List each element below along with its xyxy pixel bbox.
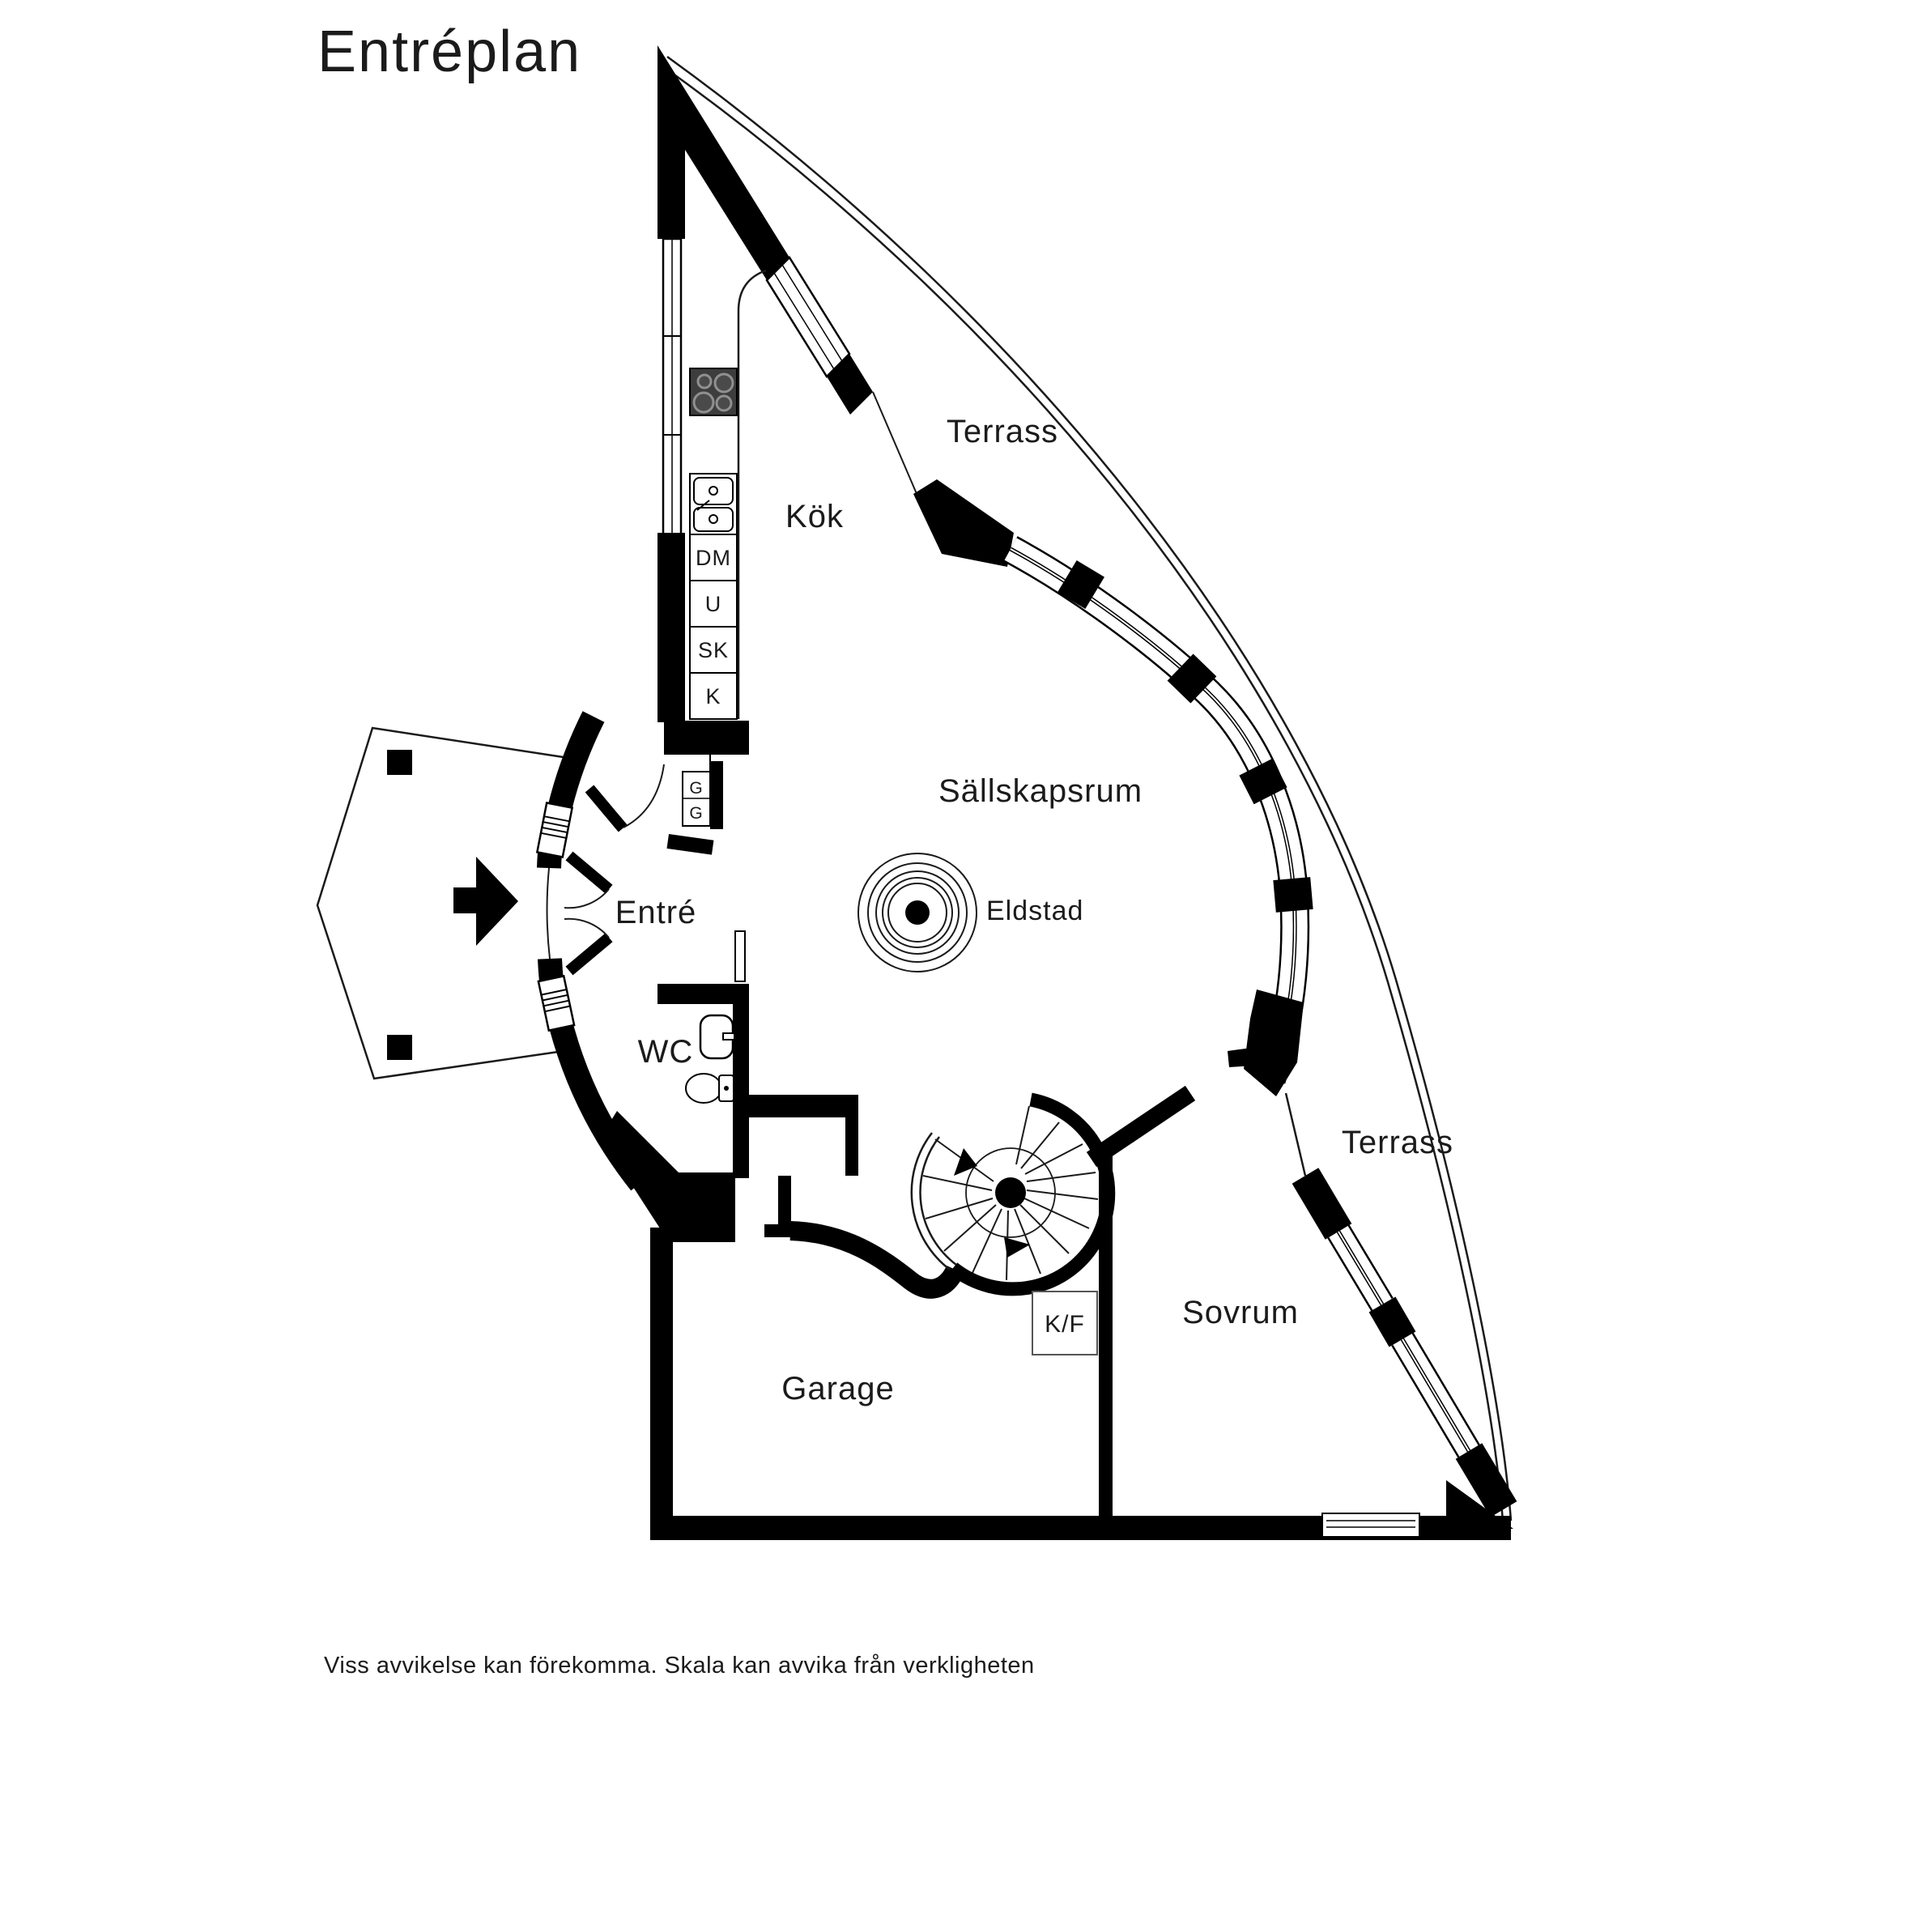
wardrobe-unit: G G <box>666 755 723 855</box>
glass-wall-south-block <box>1244 989 1304 1096</box>
sovrum-window-wall <box>1292 1168 1517 1517</box>
room-label-sallskapsrum: Sällskapsrum <box>938 773 1143 809</box>
entrance-window-top <box>535 802 574 858</box>
entry-arrow-icon <box>453 857 518 946</box>
glass-wall-south-stub <box>1228 1048 1253 1067</box>
room-label-garage: Garage <box>781 1371 894 1406</box>
oven-label: U <box>705 592 722 616</box>
sovrum-terrace-boundary <box>1284 1092 1307 1177</box>
stair-arrow-down <box>1004 1237 1030 1258</box>
appliance-column <box>689 534 738 720</box>
entry-top-wall <box>585 721 749 832</box>
open-door-leaf <box>734 930 746 982</box>
wc-toilet <box>685 1073 734 1104</box>
counter-edge <box>737 269 767 719</box>
corner-wedge <box>1446 1480 1513 1529</box>
cabinet-label: SK <box>698 638 729 662</box>
disclaimer-text: Viss avvikelse kan förekomma. Skala kan … <box>324 1653 1035 1679</box>
north-apex-walls <box>657 45 789 722</box>
terrace-railing <box>660 55 1513 1522</box>
page-title: Entréplan <box>317 19 581 84</box>
wc-partition <box>601 930 749 1242</box>
garage-sovrum-divider <box>1099 1156 1113 1519</box>
wardrobe-label-top: G <box>689 779 703 798</box>
dishwasher-label: DM <box>696 546 731 570</box>
bottom-wall-window <box>1321 1513 1420 1538</box>
curved-glass-wall <box>913 479 1313 1096</box>
wc-sink <box>699 1014 735 1060</box>
fireplace <box>857 853 977 972</box>
entrance-curved-wall <box>535 711 650 1191</box>
terrace-door-opening <box>872 391 918 496</box>
mullion-block <box>827 354 873 415</box>
fridge-label: K <box>705 684 721 709</box>
stair-sovrum-wall <box>1086 1085 1196 1168</box>
glass-wall-mullions <box>1057 560 1313 913</box>
entry-porch <box>316 726 576 1080</box>
kitchen-sink <box>689 473 738 535</box>
room-label-terrass-top: Terrass <box>947 414 1058 449</box>
entry-door-leaf-bottom <box>565 933 613 976</box>
wardrobe-label-bottom: G <box>689 804 703 823</box>
entry-door-leaf-top <box>565 851 613 894</box>
kitchen-door-leaf <box>585 785 628 832</box>
room-label-kok: Kök <box>785 499 844 534</box>
glass-wall-elbow <box>913 479 1014 567</box>
kitchen-west-window <box>662 237 683 536</box>
fridge-freezer-box: K/F <box>1032 1291 1098 1355</box>
apex-diagonal-window <box>765 256 918 496</box>
room-label-entre: Entré <box>615 895 697 930</box>
porch-post-bottom <box>387 1035 412 1060</box>
stove <box>689 368 738 416</box>
entrance-window-bottom <box>537 974 576 1032</box>
room-label-terrass-bottom: Terrass <box>1342 1125 1453 1160</box>
room-label-sovrum: Sovrum <box>1182 1295 1299 1330</box>
stair-center-post <box>995 1177 1026 1208</box>
room-label-eldstad: Eldstad <box>986 896 1083 926</box>
porch-post-top <box>387 750 412 775</box>
fireplace-flue <box>905 900 930 925</box>
room-label-wc: WC <box>638 1034 694 1070</box>
kitchen: DM U SK K <box>689 269 767 720</box>
fridge-freezer-label: K/F <box>1045 1311 1085 1338</box>
stair-arrow-up <box>954 1148 977 1176</box>
spiral-staircase <box>910 1092 1116 1296</box>
